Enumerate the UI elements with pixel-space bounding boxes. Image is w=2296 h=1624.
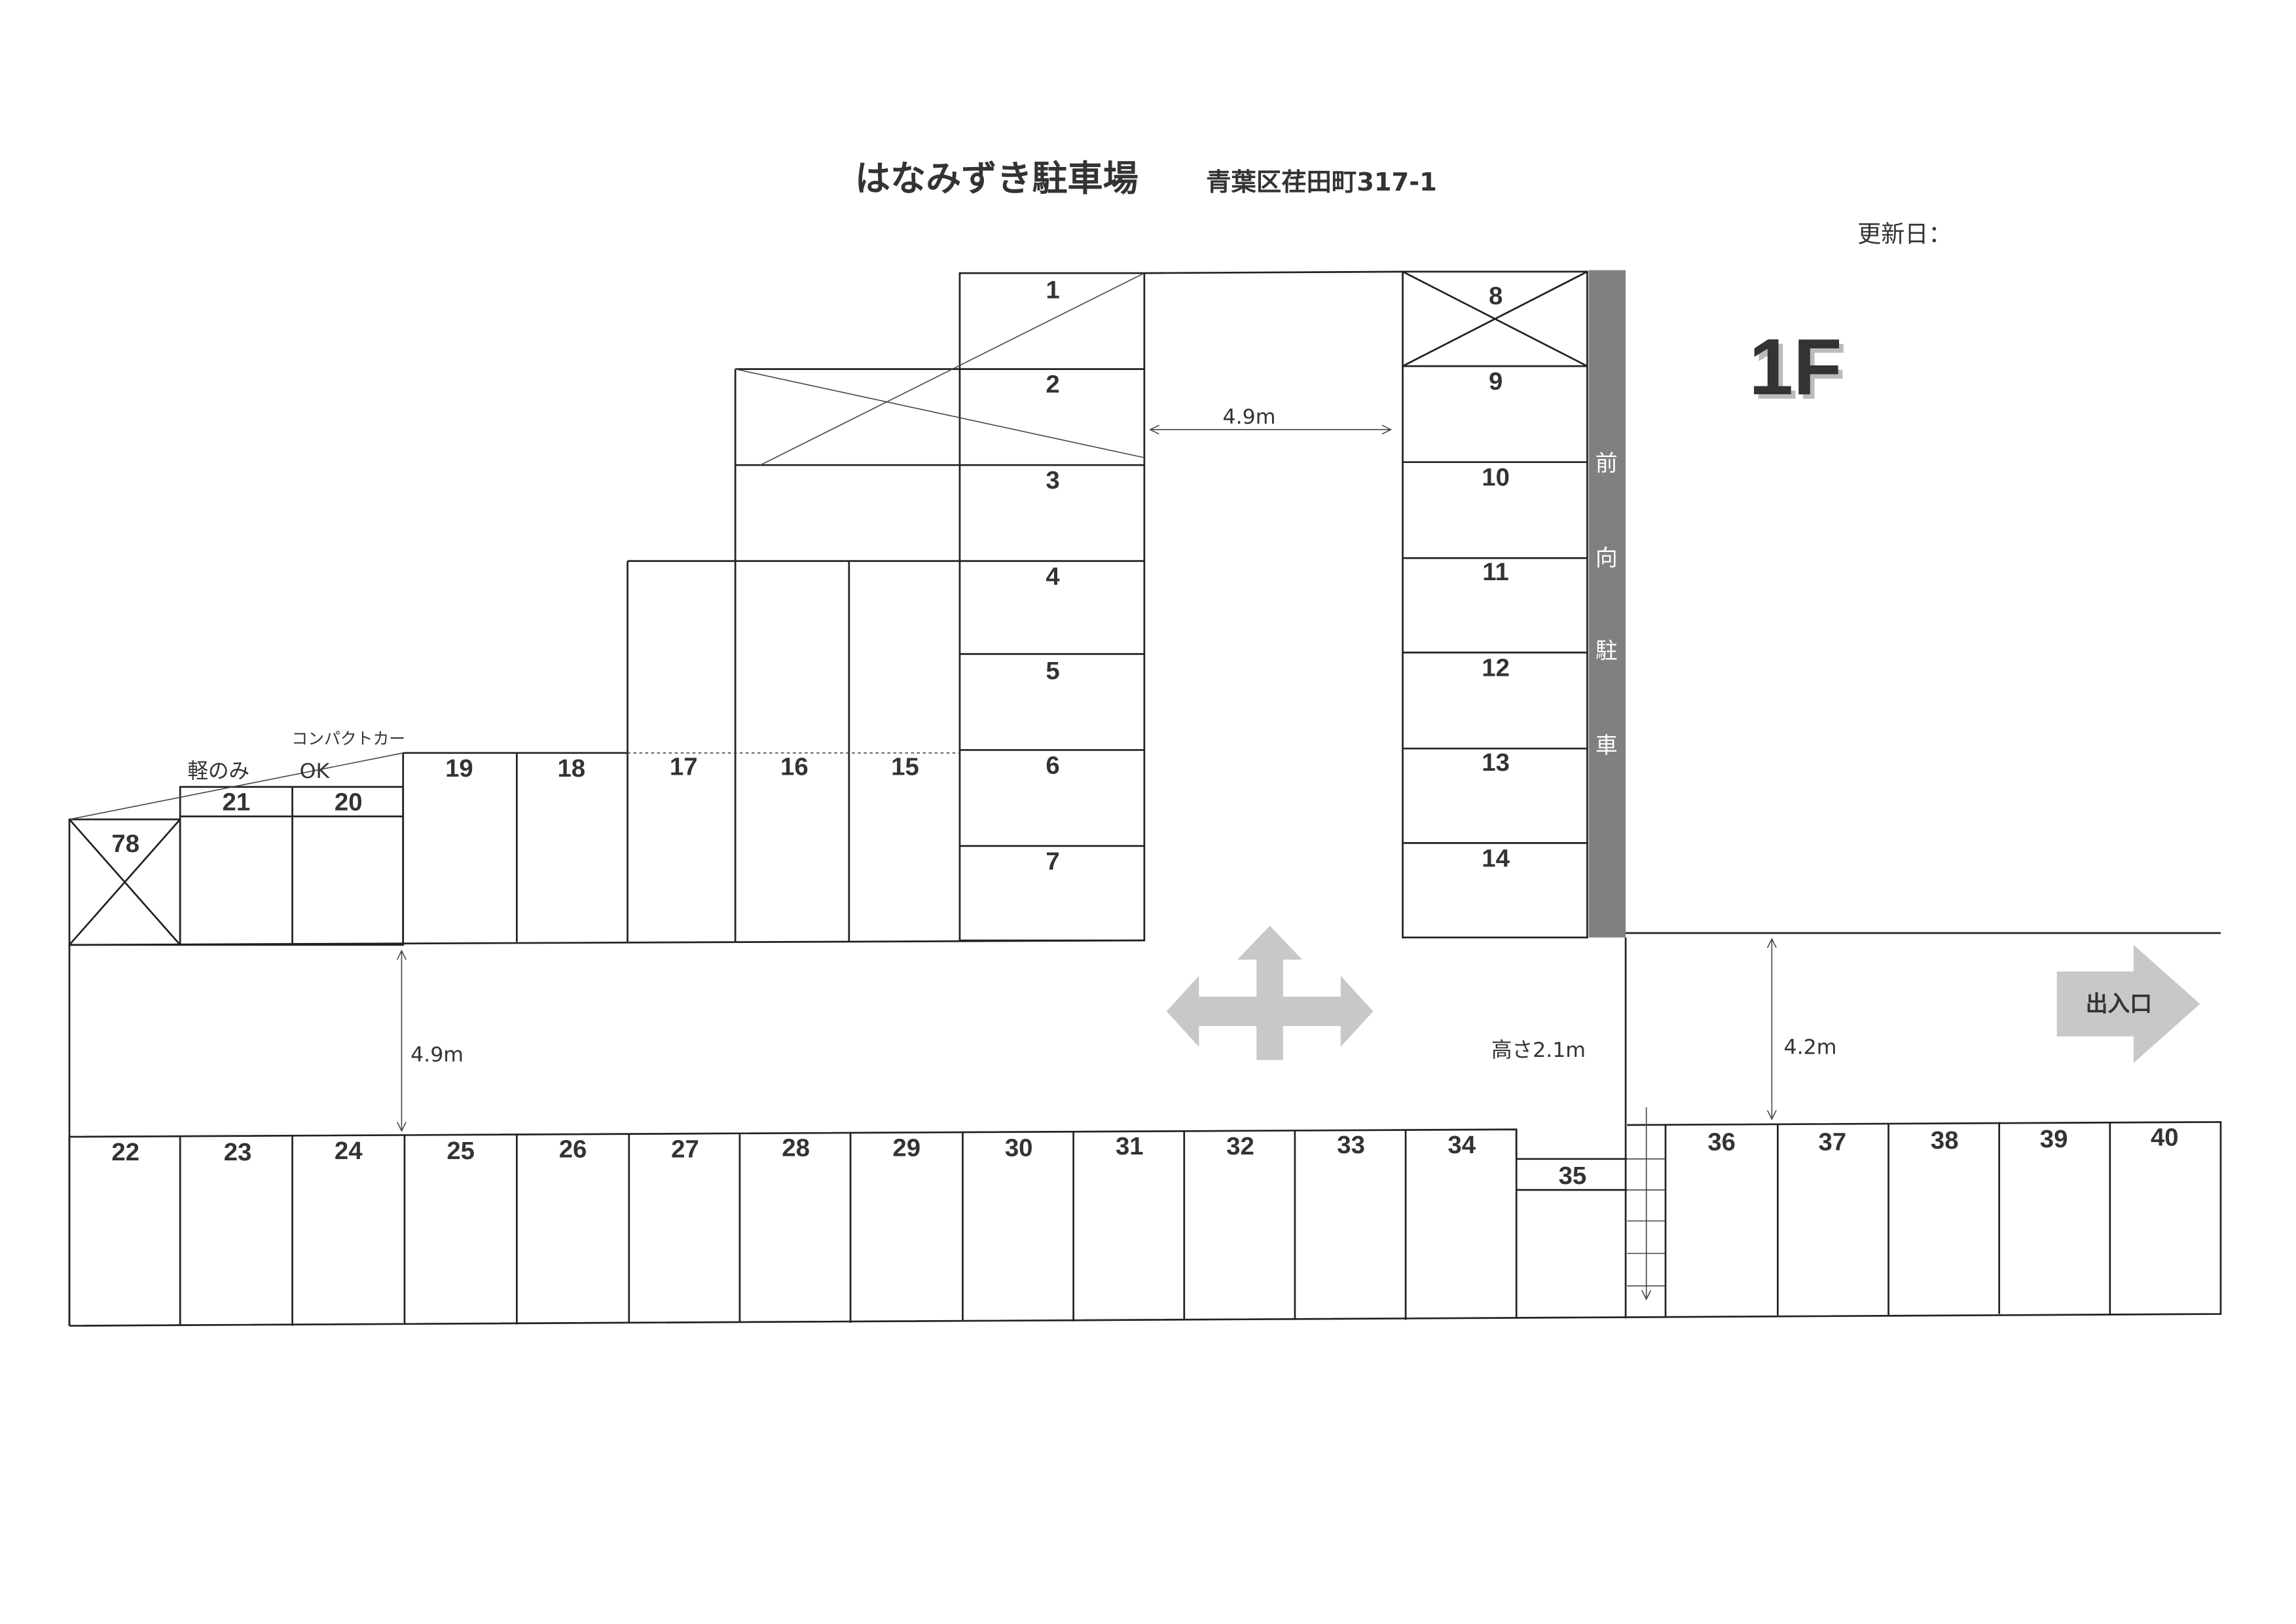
space-34: 34	[1448, 1131, 1476, 1159]
space-3: 3	[1046, 466, 1059, 494]
column-b: 8 9 10 11 12 13 14	[1402, 270, 1588, 938]
entrance-label: 出入口	[2086, 991, 2152, 1016]
front-parking-char: 駐	[1595, 638, 1618, 664]
space-15: 15	[891, 753, 919, 781]
front-parking-wall	[1588, 270, 1626, 938]
front-parking-char: 前	[1595, 451, 1618, 476]
space-4: 4	[1046, 563, 1060, 591]
space-21: 21	[223, 788, 251, 817]
space-20: 20	[335, 788, 363, 817]
middle-row: 15 16 17 18 19	[69, 561, 1144, 946]
dimension-top: 4.9m	[1149, 405, 1393, 435]
space-24: 24	[335, 1137, 363, 1165]
kei-only-note: 軽のみ	[187, 760, 249, 783]
space-22: 22	[111, 1138, 139, 1166]
space-32: 32	[1226, 1132, 1254, 1160]
space-40: 40	[2151, 1124, 2179, 1152]
space-37: 37	[1819, 1128, 1847, 1156]
space-10: 10	[1482, 464, 1510, 492]
space-17: 17	[670, 753, 698, 781]
space-26: 26	[559, 1135, 587, 1164]
space-13: 13	[1482, 748, 1510, 777]
address: 青葉区荏田町317-1	[1206, 168, 1437, 197]
space-39: 39	[2040, 1125, 2068, 1153]
space-28: 28	[782, 1134, 810, 1162]
floor-label: 1F	[1749, 322, 1842, 411]
bottom-row: 22 23 24 25 26 27 28 29 30 31 32 33 34 3…	[68, 1121, 2222, 1327]
space-38: 38	[1931, 1126, 1959, 1154]
space-9: 9	[1489, 367, 1503, 396]
space-25: 25	[446, 1137, 475, 1165]
space-78: 78	[111, 830, 139, 858]
space-12: 12	[1482, 654, 1510, 682]
space-11: 11	[1482, 558, 1509, 586]
aisle-width-left: 4.9m	[410, 1043, 464, 1067]
right-row: 36 37 38 39 40	[1707, 1122, 2179, 1316]
space-5: 5	[1046, 657, 1059, 685]
space-18: 18	[557, 754, 585, 783]
front-parking-char: 向	[1595, 545, 1618, 570]
space-23: 23	[224, 1138, 252, 1166]
entrance-arrow-icon	[2056, 944, 2200, 1063]
page-title: はなみずき駐車場	[855, 158, 1139, 199]
space-2: 2	[1046, 371, 1059, 399]
space-7: 7	[1046, 847, 1059, 876]
space-33: 33	[1337, 1131, 1365, 1159]
space-36: 36	[1707, 1128, 1736, 1156]
space-35: 35	[1559, 1162, 1587, 1190]
space-30: 30	[1005, 1134, 1033, 1162]
aisle-width-top: 4.9m	[1223, 405, 1276, 429]
space-29: 29	[892, 1134, 920, 1162]
updated-date-label: 更新日：	[1857, 221, 1952, 248]
stairs	[1627, 1107, 1667, 1318]
small-spaces: 20 21 78 軽のみ コンパクトカー OK	[68, 729, 405, 946]
compact-car-note: コンパクトカー	[291, 729, 405, 748]
dimension-left: 4.9m	[396, 950, 464, 1132]
dimension-right: 4.2m	[1766, 938, 1837, 1120]
space-19: 19	[445, 754, 473, 783]
space-16: 16	[780, 753, 809, 781]
front-parking-char: 車	[1595, 733, 1618, 758]
entrance-arrow: 出入口	[2056, 944, 2200, 1063]
space-27: 27	[671, 1135, 699, 1164]
column-a: 1 2 3 4 5 6 7	[627, 272, 1146, 942]
ok-note: OK	[300, 760, 331, 783]
space-8: 8	[1489, 282, 1503, 310]
space-1: 1	[1046, 276, 1059, 304]
space-14: 14	[1482, 844, 1510, 872]
space-31: 31	[1116, 1132, 1144, 1160]
aisle-width-right: 4.2m	[1784, 1036, 1837, 1060]
height-limit: 高さ2.1m	[1491, 1039, 1586, 1062]
direction-arrow-icon	[1166, 925, 1374, 1060]
space-6: 6	[1046, 751, 1059, 779]
